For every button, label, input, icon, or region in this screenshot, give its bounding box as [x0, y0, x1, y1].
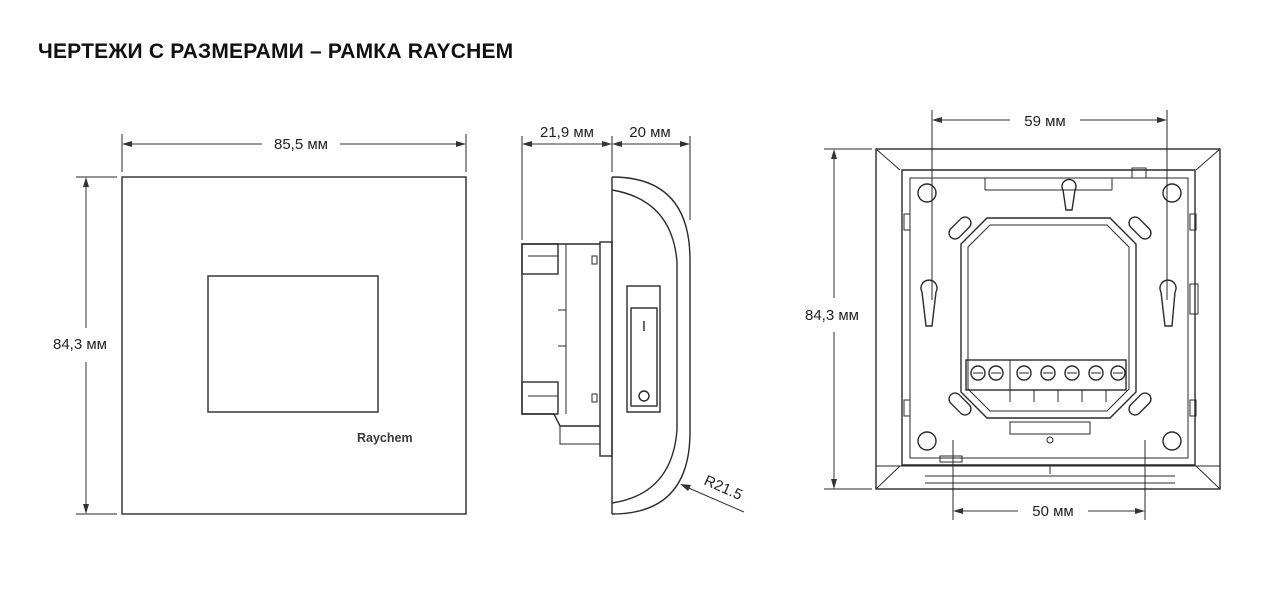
corner-hole-top-left-icon [917, 183, 937, 203]
back-bottom-width-label: 50 мм [1032, 503, 1073, 520]
back-frame-outline [875, 148, 1221, 490]
front-frame-outline [121, 176, 467, 515]
side-view: I 21,9 мм 20 мм R21.5 [521, 124, 745, 515]
side-depth-dimensions: 21,9 мм 20 мм [521, 124, 691, 240]
back-height-dimension: 84,3 мм [805, 148, 872, 490]
back-top-width-label: 59 мм [1024, 113, 1065, 130]
back-height-label: 84,3 мм [805, 307, 859, 324]
front-width-dimension: 85,5 мм [121, 134, 467, 172]
back-bottom-width-dimension: 50 мм [952, 440, 1146, 520]
side-back-body [521, 243, 600, 427]
side-radius-label: R21.5 [701, 472, 744, 504]
switch-on-symbol: I [642, 318, 646, 335]
side-depth-back-label: 21,9 мм [540, 124, 594, 141]
front-display-window [207, 275, 379, 413]
keyhole-slot-top-icon [1061, 178, 1077, 211]
front-height-label: 84,3 мм [53, 336, 107, 353]
side-front-cover-outer [611, 176, 691, 515]
side-depth-front-label: 20 мм [629, 124, 670, 141]
back-module-housing [960, 217, 1137, 419]
front-width-label: 85,5 мм [274, 136, 328, 153]
corner-hole-bottom-left-icon [917, 431, 937, 451]
side-front-cover-inner [611, 189, 678, 504]
side-radius-dimension: R21.5 [680, 472, 745, 513]
power-switch: I [626, 285, 661, 413]
corner-hole-top-right-icon [1162, 183, 1182, 203]
page-title: ЧЕРТЕЖИ С РАЗМЕРАМИ – РАМКА RAYCHEM [38, 40, 514, 63]
front-brand-logo: Raychem [357, 431, 413, 445]
side-upper-tab [521, 243, 559, 275]
terminal-block [965, 359, 1127, 402]
switch-off-symbol-icon [638, 390, 650, 402]
front-height-dimension: 84,3 мм [53, 176, 117, 515]
keyhole-slot-right-icon [1159, 279, 1177, 327]
side-lower-tab [521, 381, 559, 415]
back-view: 59 мм 50 мм 84,3 мм [805, 110, 1221, 520]
front-view: Raychem 85,5 мм 84,3 мм [53, 134, 467, 515]
back-top-width-dimension: 59 мм [931, 110, 1168, 300]
keyhole-slot-left-icon [920, 279, 938, 327]
corner-hole-bottom-right-icon [1162, 431, 1182, 451]
side-mounting-plate [599, 241, 613, 457]
back-mounting-plate [901, 169, 1196, 466]
